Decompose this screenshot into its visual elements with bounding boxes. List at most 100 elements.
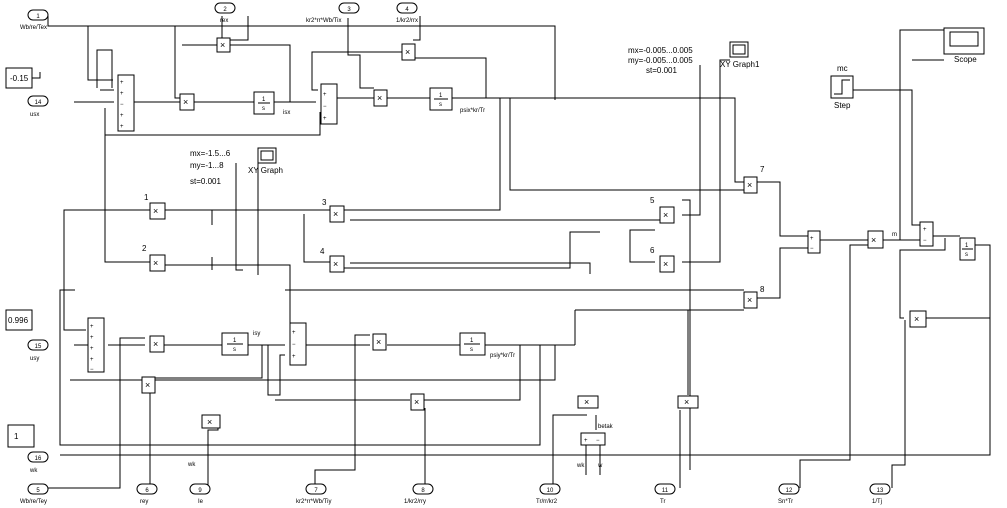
svg-text:isx: isx	[283, 110, 290, 116]
svg-text:×: ×	[145, 380, 150, 390]
sum-psix-block[interactable]: + − +	[320, 83, 338, 125]
product-block-n[interactable]: ×	[909, 310, 927, 328]
svg-text:×: ×	[663, 259, 668, 269]
svg-text:wk: wk	[576, 463, 585, 469]
svg-text:6: 6	[145, 488, 149, 494]
svg-text:15: 15	[35, 344, 42, 350]
integrator-isx[interactable]: 1 s	[253, 91, 275, 115]
svg-text:1: 1	[965, 243, 969, 249]
inport-9[interactable]: 9Ie	[189, 483, 211, 505]
product-block-d[interactable]: ×	[373, 89, 388, 107]
svg-text:7: 7	[760, 165, 765, 174]
svg-text:−: −	[923, 238, 927, 244]
svg-text:4: 4	[320, 247, 325, 256]
product-block-2[interactable]: ×	[149, 254, 166, 272]
svg-text:st=0.001: st=0.001	[646, 66, 677, 75]
integrator-isy[interactable]: 1 s	[221, 332, 249, 356]
xy-graph-block[interactable]: XY Graph	[248, 147, 283, 175]
svg-text:my=-1...8: my=-1...8	[190, 161, 224, 170]
inport-14[interactable]: 14 usx	[27, 95, 49, 118]
sum-psiy-block[interactable]: + − +	[289, 322, 307, 366]
svg-text:Ie: Ie	[198, 499, 204, 505]
sum-speed-block[interactable]: + −	[919, 221, 934, 247]
product-block-3[interactable]: ×	[329, 205, 345, 223]
constant-c3[interactable]: 1	[7, 424, 35, 448]
svg-text:+: +	[584, 438, 588, 444]
svg-text:usy: usy	[30, 356, 39, 362]
svg-text:wk: wk	[29, 468, 38, 474]
scope-block[interactable]: Scope	[943, 27, 985, 64]
svg-text:s: s	[439, 102, 442, 108]
svg-text:mc: mc	[837, 64, 848, 73]
inport-15[interactable]: 15 usy	[27, 339, 49, 362]
svg-text:×: ×	[871, 235, 876, 245]
svg-text:+: +	[90, 346, 94, 352]
step-block[interactable]: Step mc	[830, 64, 854, 110]
product-block-f[interactable]: ×	[141, 376, 156, 394]
svg-text:+: +	[120, 113, 124, 119]
product-block-c[interactable]: ×	[401, 43, 416, 61]
product-block-h[interactable]: ×	[410, 393, 425, 411]
svg-text:1/Tj: 1/Tj	[872, 499, 882, 505]
inport-16[interactable]: 16 wk	[27, 451, 49, 474]
svg-text:×: ×	[663, 210, 668, 220]
svg-text:mx=-1.5...6: mx=-1.5...6	[190, 149, 231, 158]
svg-text:−: −	[323, 104, 327, 110]
product-block-1[interactable]: ×	[149, 202, 166, 220]
sum-torque-block[interactable]: + −	[807, 230, 821, 254]
svg-text:Sn*Tr: Sn*Tr	[778, 499, 793, 505]
product-block-k[interactable]: ×	[677, 395, 699, 409]
integrator-speed[interactable]: 1 s	[959, 237, 976, 261]
constant-c1[interactable]: -0.15	[5, 67, 33, 89]
svg-text:9: 9	[198, 488, 202, 494]
sum-y-block[interactable]: + + + + −	[87, 317, 105, 373]
product-block-4[interactable]: ×	[329, 255, 345, 273]
product-block-b[interactable]: ×	[179, 93, 195, 111]
xy-graph1-block[interactable]: XY Graph1	[720, 41, 760, 69]
svg-text:7: 7	[314, 488, 318, 494]
svg-text:12: 12	[786, 488, 793, 494]
constant-c2[interactable]: 0.996	[5, 309, 33, 331]
inport-5[interactable]: 5Wb/re/Tey	[20, 483, 49, 505]
product-block-j[interactable]: ×	[577, 395, 599, 409]
svg-text:+: +	[923, 227, 927, 233]
svg-text:wk: wk	[187, 462, 196, 468]
svg-text:1: 1	[262, 97, 266, 103]
sum-beta-block[interactable]: + −	[580, 432, 606, 446]
svg-text:14: 14	[35, 100, 42, 106]
product-block-6[interactable]: ×	[659, 255, 675, 273]
integrator-psix[interactable]: 1 s	[429, 87, 453, 111]
product-block-7[interactable]: ×	[743, 176, 758, 194]
svg-text:−: −	[596, 438, 600, 444]
inport-13[interactable]: 131/Tj	[869, 483, 891, 505]
inport-8[interactable]: 81/kr2/rry	[404, 483, 434, 505]
svg-text:+: +	[810, 236, 814, 242]
svg-text:×: ×	[153, 339, 158, 349]
svg-text:isy: isy	[253, 331, 260, 337]
inport-1[interactable]: 1Wb/re/Tex	[20, 9, 49, 31]
sum-x-block[interactable]: + + − + +	[117, 74, 135, 132]
product-block-m[interactable]: ×	[867, 230, 884, 249]
svg-text:−: −	[292, 342, 296, 348]
product-block-a[interactable]: ×	[216, 37, 231, 53]
product-block-g[interactable]: ×	[372, 333, 387, 351]
product-block-i[interactable]: ×	[201, 414, 221, 429]
product-block-e[interactable]: ×	[149, 335, 165, 353]
product-block-8[interactable]: ×	[743, 291, 758, 309]
svg-text:5: 5	[650, 196, 655, 205]
svg-text:×: ×	[584, 397, 589, 407]
svg-text:Wb/re/Tey: Wb/re/Tey	[20, 499, 47, 505]
product-block-5[interactable]: ×	[659, 206, 675, 224]
integrator-psiy[interactable]: 1 s	[459, 332, 486, 356]
svg-text:16: 16	[35, 456, 42, 462]
inport-4[interactable]: 41/kr2/rrx	[396, 2, 418, 24]
svg-text:usx: usx	[30, 112, 39, 118]
